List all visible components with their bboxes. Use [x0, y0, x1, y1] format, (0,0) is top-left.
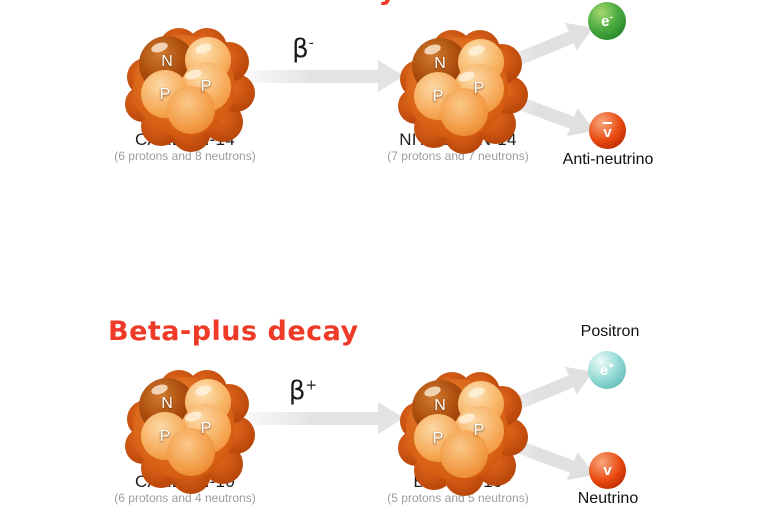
neutron-label: N [161, 53, 173, 70]
parent-nuclide-detail: (6 protons and 4 neutrons) [114, 491, 256, 505]
decay-arrow [230, 402, 404, 434]
beta-glyph: β [288, 376, 306, 406]
daughter-nuclide-detail: (7 protons and 7 neutrons) [387, 149, 529, 163]
electron-symbol: e- [601, 12, 613, 30]
decay-arrow [230, 60, 404, 92]
nucleon-sphere [440, 88, 488, 136]
proton-label: P [159, 428, 171, 445]
section-title-beta-minus: Beta-minus decay [108, 0, 397, 6]
arrow-shaft [230, 411, 380, 425]
neutrino-label: Neutrino [577, 490, 639, 507]
beta-sign: + [305, 377, 318, 394]
nucleon-sphere [167, 86, 215, 134]
arrow-head [378, 60, 404, 92]
beta-sign: - [308, 35, 314, 52]
positron-label: Positron [580, 323, 640, 340]
arrow-shaft [230, 69, 380, 83]
section-title-beta-plus: Beta-plus decay [108, 316, 359, 347]
beta-minus-symbol: β- [268, 34, 338, 64]
parent-nuclide-detail: (6 protons and 8 neutrons) [114, 149, 256, 163]
antineutrino-particle: v [589, 112, 626, 149]
proton-label: P [432, 430, 444, 447]
positron-symbol: e+ [599, 361, 615, 379]
positron-particle: e+ [588, 351, 626, 389]
proton-label: P [473, 422, 485, 439]
beta-plus-symbol: β+ [268, 376, 338, 406]
electron-particle: e- [588, 2, 626, 40]
neutron-label: N [434, 397, 446, 414]
antineutrino-label: Anti-neutrino [562, 151, 654, 168]
neutron-label: N [161, 395, 173, 412]
proton-label: P [200, 420, 212, 437]
antineutrino-symbol: v [603, 121, 612, 141]
proton-label: P [159, 86, 171, 103]
proton-label: P [473, 80, 485, 97]
proton-label: P [200, 78, 212, 95]
beta-glyph: β [292, 34, 309, 64]
proton-label: P [432, 88, 444, 105]
neutron-label: N [434, 55, 446, 72]
neutrino-symbol: v [603, 462, 612, 479]
neutrino-particle: v [589, 452, 626, 489]
nucleon-sphere [440, 430, 488, 478]
daughter-nuclide-detail: (5 protons and 5 neutrons) [387, 491, 529, 505]
nucleon-sphere [167, 428, 215, 476]
arrow-head [378, 402, 404, 434]
